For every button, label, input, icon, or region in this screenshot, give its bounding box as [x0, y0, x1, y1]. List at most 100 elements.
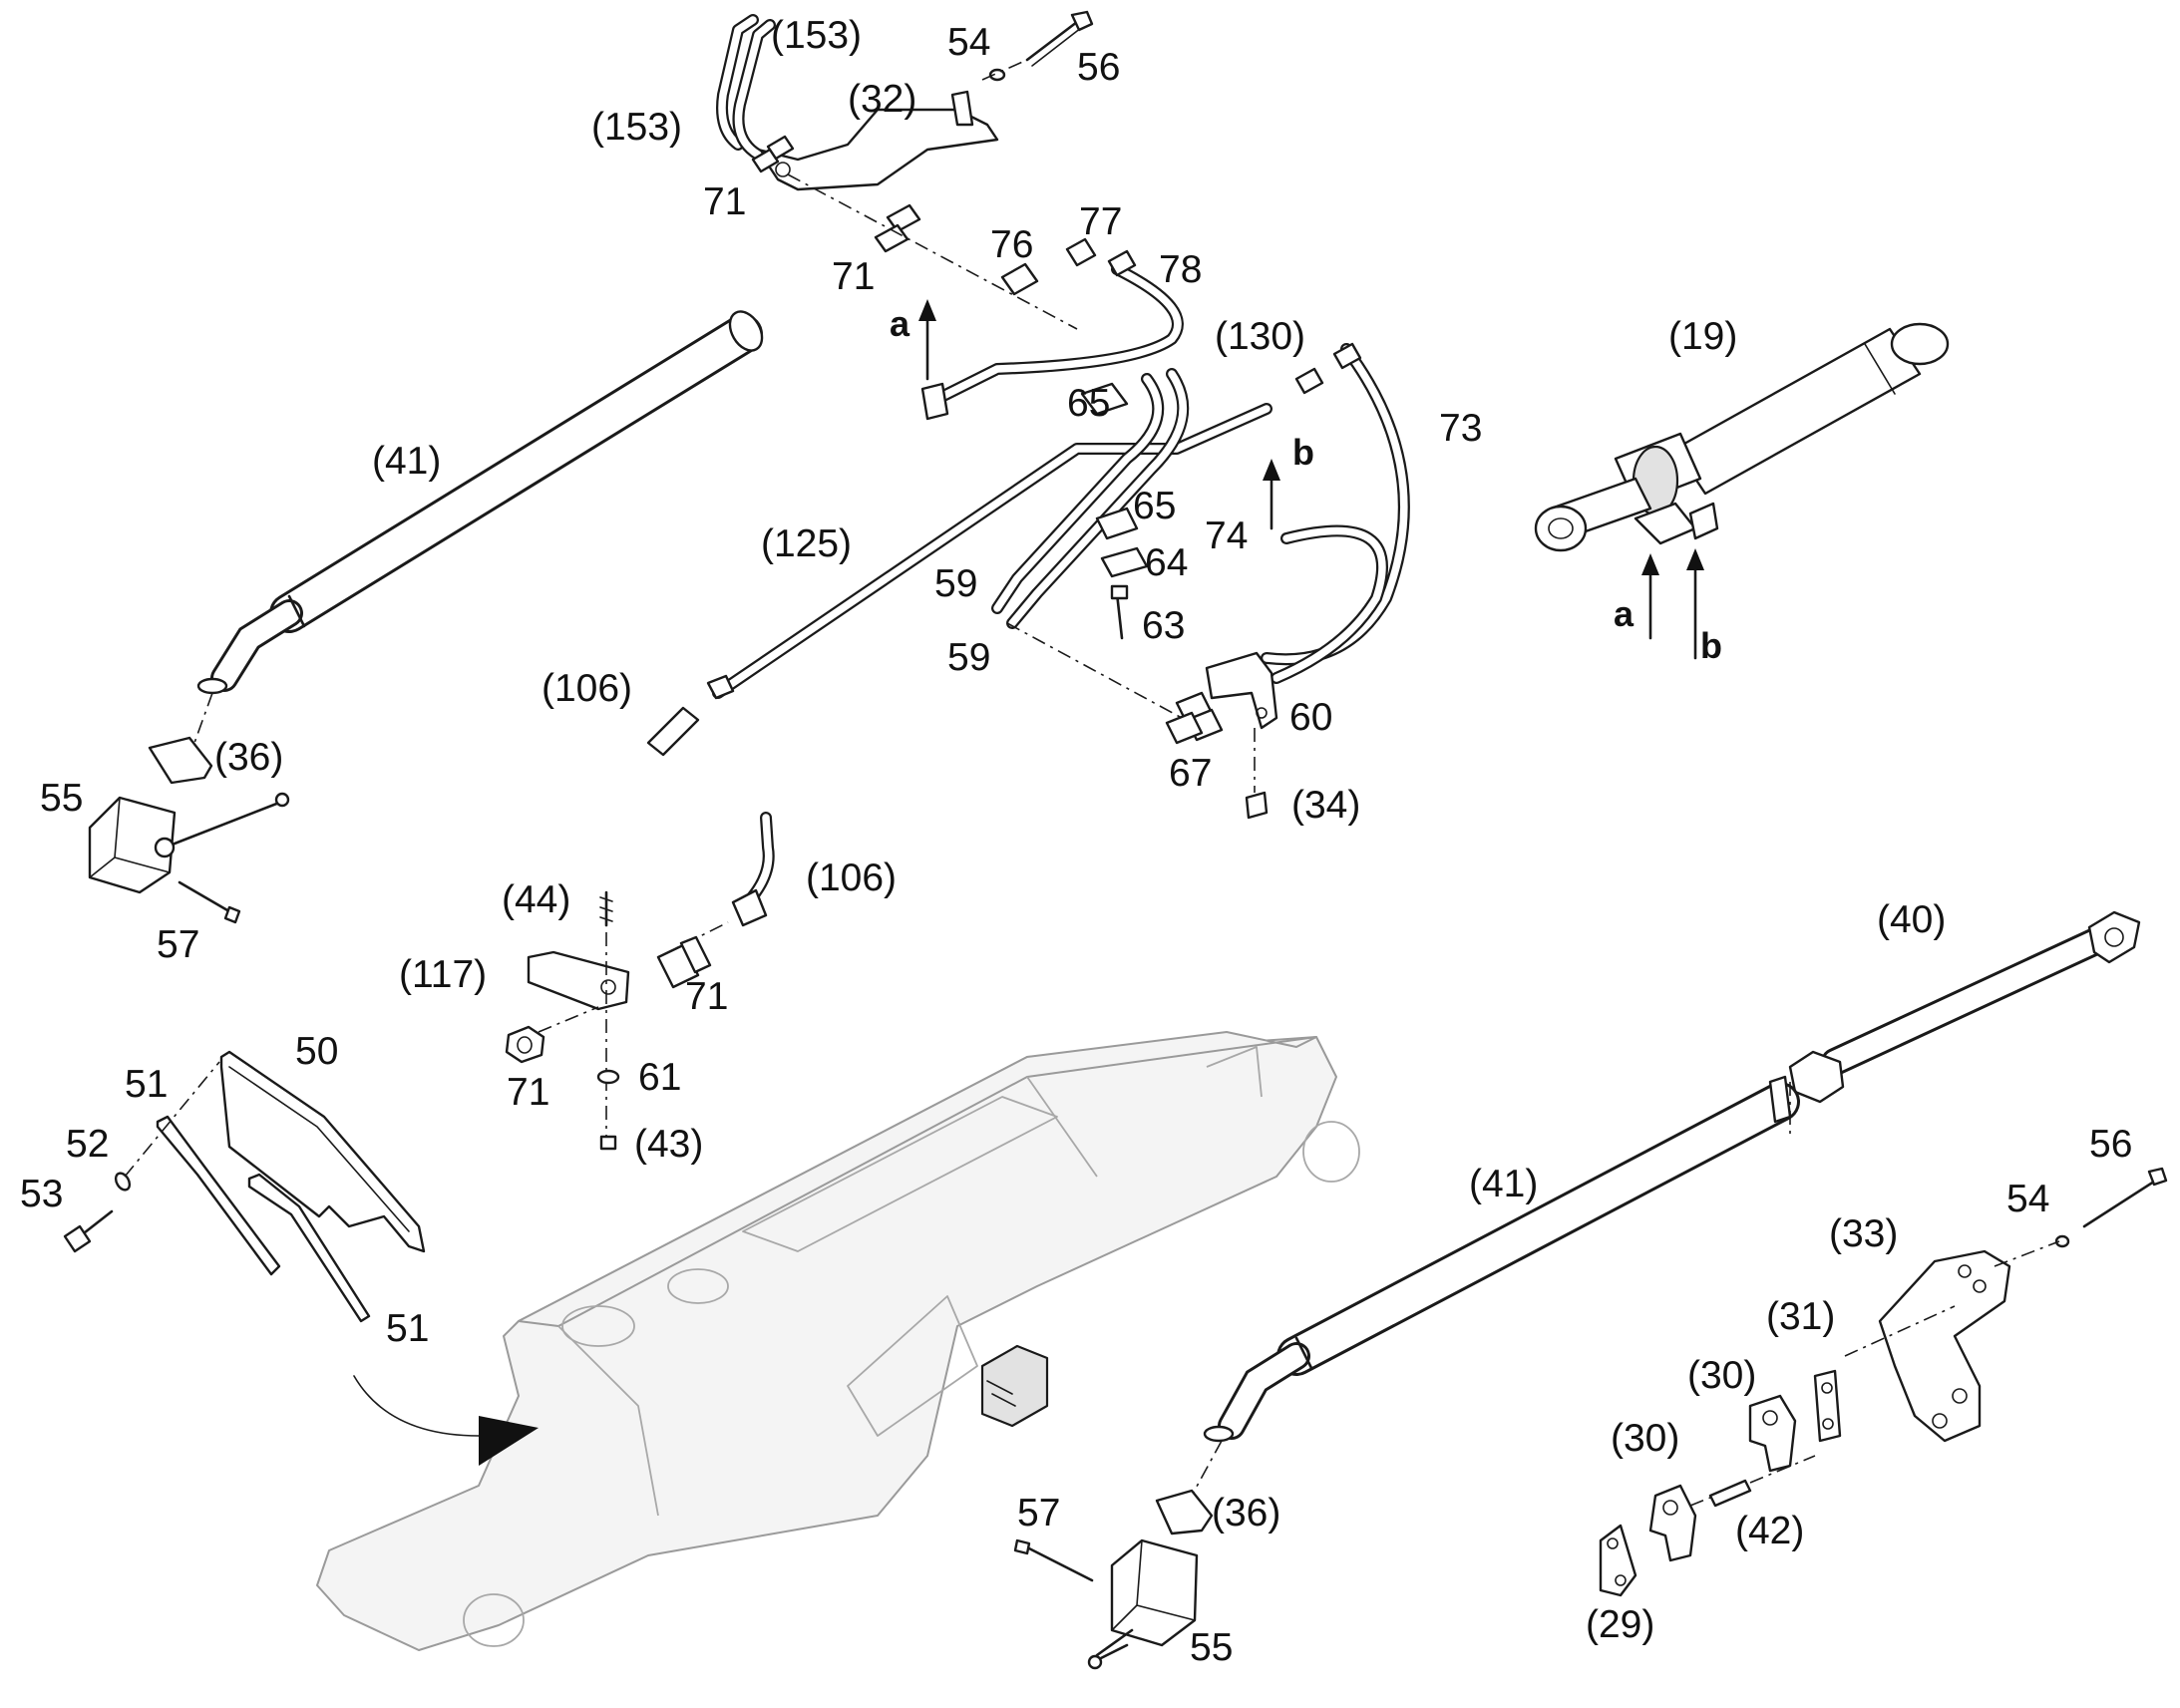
- label-51: 51: [125, 1063, 168, 1106]
- washer-52-bolt-53: [63, 1172, 132, 1253]
- bracket-60: [1205, 651, 1278, 730]
- fittings-76-77: [1000, 237, 1137, 296]
- nut-71-lower: [505, 1025, 545, 1064]
- label-43: (43): [634, 1123, 703, 1166]
- plate-64-bolt-63: [1100, 546, 1149, 640]
- label-65: 65: [1133, 485, 1176, 527]
- label-56: 56: [2089, 1123, 2132, 1166]
- block-55-left: [88, 792, 290, 894]
- hose-41-left: [196, 310, 764, 695]
- label-64: 64: [1145, 541, 1188, 584]
- label-76: 76: [990, 223, 1033, 266]
- pin-42: [1708, 1479, 1752, 1508]
- label-41: (41): [1469, 1163, 1538, 1205]
- label-53: 53: [20, 1173, 63, 1215]
- washer-61-nut-43: [596, 1069, 620, 1151]
- label-77: 77: [1079, 200, 1122, 243]
- cylinder-19: [1534, 322, 1950, 552]
- label-36: (36): [1212, 1492, 1280, 1535]
- centerline-top: [787, 59, 1078, 330]
- label-106: (106): [542, 667, 632, 710]
- fittings-130: [1294, 342, 1362, 395]
- hose-153: [716, 14, 776, 161]
- pipe-40: [1788, 910, 2141, 1104]
- centerline-52-50: [124, 1061, 220, 1178]
- label-42: (42): [1735, 1510, 1804, 1552]
- label-61: 61: [638, 1056, 681, 1099]
- label-71: 71: [507, 1071, 549, 1114]
- label-73: 73: [1439, 407, 1482, 450]
- label-a: a: [890, 303, 910, 344]
- fittings-67: [1165, 691, 1224, 745]
- label-40: (40): [1877, 898, 1946, 941]
- label-74: 74: [1205, 514, 1248, 557]
- label-59: 59: [934, 562, 977, 605]
- label-a: a: [1614, 593, 1635, 634]
- label-30: (30): [1611, 1417, 1679, 1460]
- label-29: (29): [1586, 1603, 1654, 1646]
- label-78: 78: [1159, 248, 1202, 291]
- bracket-32: [756, 90, 999, 191]
- label-106: (106): [806, 856, 897, 899]
- label-33: (33): [1829, 1212, 1898, 1255]
- label-71: 71: [685, 975, 728, 1018]
- location-arrow: [353, 1375, 539, 1466]
- arrow-b-upper: [1263, 459, 1280, 530]
- clamp-30-lower: [1648, 1484, 1697, 1562]
- label-55: 55: [40, 777, 83, 820]
- part-labels: (153) (153) (32) 54 56 71 71 76 77 78 a …: [20, 14, 2132, 1669]
- label-41: (41): [372, 440, 441, 483]
- arrow-a-upper: [918, 299, 936, 381]
- clamp-36-left: [148, 736, 213, 785]
- label-63: 63: [1142, 604, 1185, 647]
- label-56: 56: [1077, 46, 1120, 89]
- clamp-36-right: [1155, 1489, 1214, 1536]
- bolt-57-right: [1013, 1538, 1094, 1582]
- label-31: (31): [1766, 1295, 1835, 1338]
- label-54: 54: [947, 21, 990, 64]
- label-b: b: [1700, 625, 1722, 666]
- hoses-59: [991, 368, 1190, 629]
- boom-arm: [316, 1031, 1360, 1651]
- label-60: 60: [1289, 696, 1332, 739]
- label-153: (153): [591, 106, 682, 149]
- centerline-59-67: [1006, 622, 1183, 719]
- block-55-right: [1087, 1538, 1199, 1670]
- label-130: (130): [1215, 315, 1305, 358]
- fittings-71-upper: [751, 135, 921, 253]
- fitting-106-lower: [731, 812, 775, 927]
- hose-78: [931, 263, 1184, 405]
- seal-50: [219, 1050, 426, 1253]
- clamp-65: [1080, 382, 1139, 540]
- plate-117: [527, 950, 630, 1011]
- bolt-56-washer-54-right: [2054, 1167, 2168, 1248]
- label-36: (36): [214, 736, 283, 779]
- label-153: (153): [771, 14, 862, 57]
- label-32: (32): [848, 78, 916, 121]
- label-65: 65: [1067, 382, 1110, 425]
- label-44: (44): [502, 878, 570, 921]
- label-125: (125): [761, 522, 852, 565]
- fitting-71-mid: [656, 935, 712, 989]
- label-55: 55: [1190, 1626, 1233, 1669]
- label-117: (117): [399, 953, 487, 996]
- bolt-56-washer-54: [988, 10, 1094, 82]
- centerline-42: [1689, 1455, 1816, 1507]
- centerline-33: [1844, 1240, 2060, 1357]
- strip-51-lower: [247, 1173, 371, 1323]
- label-b: b: [1292, 432, 1314, 473]
- label-67: 67: [1169, 752, 1212, 795]
- label-71: 71: [703, 180, 746, 223]
- label-51: 51: [386, 1307, 429, 1350]
- label-52: 52: [66, 1123, 109, 1166]
- arrows-ab-cylinder: [1641, 548, 1704, 660]
- fitting-106-upper: [646, 674, 735, 757]
- hose-41-right: [1203, 1075, 1800, 1443]
- label-59: 59: [947, 636, 990, 679]
- label-54: 54: [2006, 1178, 2049, 1220]
- tube-125: [712, 403, 1272, 699]
- centerline-41-left: [193, 692, 213, 744]
- clamp-30-upper: [1748, 1394, 1797, 1473]
- plate-29: [1599, 1524, 1637, 1597]
